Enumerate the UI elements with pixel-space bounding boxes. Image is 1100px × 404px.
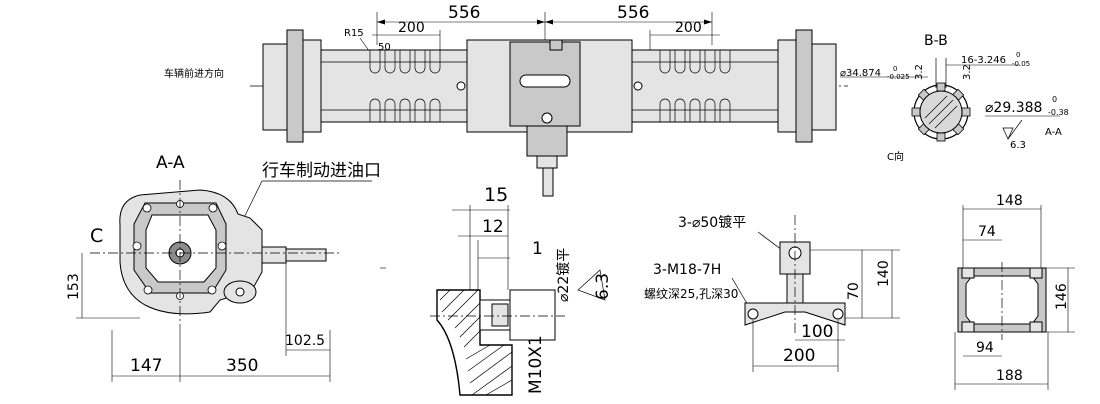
direction-label: 车辆前进方向 (164, 67, 224, 80)
dim-200-left: 200 (398, 20, 425, 36)
dim-102-5: 102.5 (285, 333, 325, 349)
dim-188: 188 (996, 368, 1023, 384)
ref-aa: A-A (1045, 127, 1062, 138)
flange-detail: 148 74 146 94 188 (954, 193, 1075, 390)
dim-50: 50 (378, 42, 391, 53)
section-aa: A-A C 行车制动进油口 153 (66, 153, 386, 382)
section-bb-title: B-B (924, 33, 948, 49)
spline-outer-dia: ⌀34.874 (840, 68, 881, 79)
dim-15: 15 (484, 184, 508, 206)
hole-label: 3-⌀50镀平 (678, 214, 746, 231)
dim-1: 1 (532, 239, 543, 259)
dim-74: 74 (978, 224, 996, 240)
dim-200-right: 200 (675, 20, 702, 36)
dim-148: 148 (996, 193, 1023, 209)
roughness-bottom: 6.3 (1010, 140, 1026, 151)
shaft-roughness: 6.3 (593, 273, 613, 300)
bracket-detail: 3-⌀50镀平 3-M18-7H 螺纹深25,孔深30 70 140 100 2… (644, 214, 900, 372)
dim-556-left: 556 (448, 3, 480, 23)
svg-text:0: 0 (1052, 95, 1057, 104)
dim-200: 200 (783, 346, 815, 366)
view-c-mark: C向 (887, 150, 904, 163)
dim-70: 70 (846, 282, 862, 300)
depth-label: 螺纹深25,孔深30 (644, 287, 738, 301)
shaft-diameter: ⌀22镀平 (555, 248, 572, 302)
brake-port-label: 行车制动进油口 (262, 161, 381, 181)
axle-top-view: 556 556 200 200 R15 50 (164, 3, 904, 197)
section-bb: B-B 16-3.246 0 -0.05 ⌀34.874 0 -0.025 ⌀2 (840, 33, 1069, 151)
svg-text:3.2: 3.2 (914, 64, 925, 80)
shaft-detail: 15 12 1 ⌀22镀平 6.3 M10X1 (430, 184, 613, 396)
dim-556-right: 556 (617, 3, 649, 23)
svg-text:-0.025: -0.025 (887, 73, 910, 81)
dim-153: 153 (66, 273, 82, 300)
dim-147: 147 (130, 356, 162, 376)
svg-text:0: 0 (893, 65, 897, 73)
dim-350: 350 (226, 356, 258, 376)
dim-12: 12 (482, 217, 504, 237)
thread-spec: 3-M18-7H (653, 262, 721, 278)
spline-width: 16-3.246 (961, 55, 1006, 66)
thread-label: M10X1 (526, 335, 546, 394)
svg-text:3.2: 3.2 (962, 64, 973, 80)
svg-text:0: 0 (1016, 51, 1020, 59)
spline-inner-dia: ⌀29.388 (985, 100, 1042, 116)
svg-text:-0.38: -0.38 (1048, 108, 1069, 117)
dim-r15: R15 (344, 28, 364, 39)
svg-text:-0.05: -0.05 (1012, 60, 1030, 68)
view-c-letter: C (90, 225, 103, 247)
dim-146: 146 (1054, 283, 1070, 310)
dim-94: 94 (976, 340, 994, 356)
dim-100: 100 (801, 322, 833, 342)
section-aa-title: A-A (156, 153, 185, 173)
dim-140: 140 (876, 260, 892, 287)
